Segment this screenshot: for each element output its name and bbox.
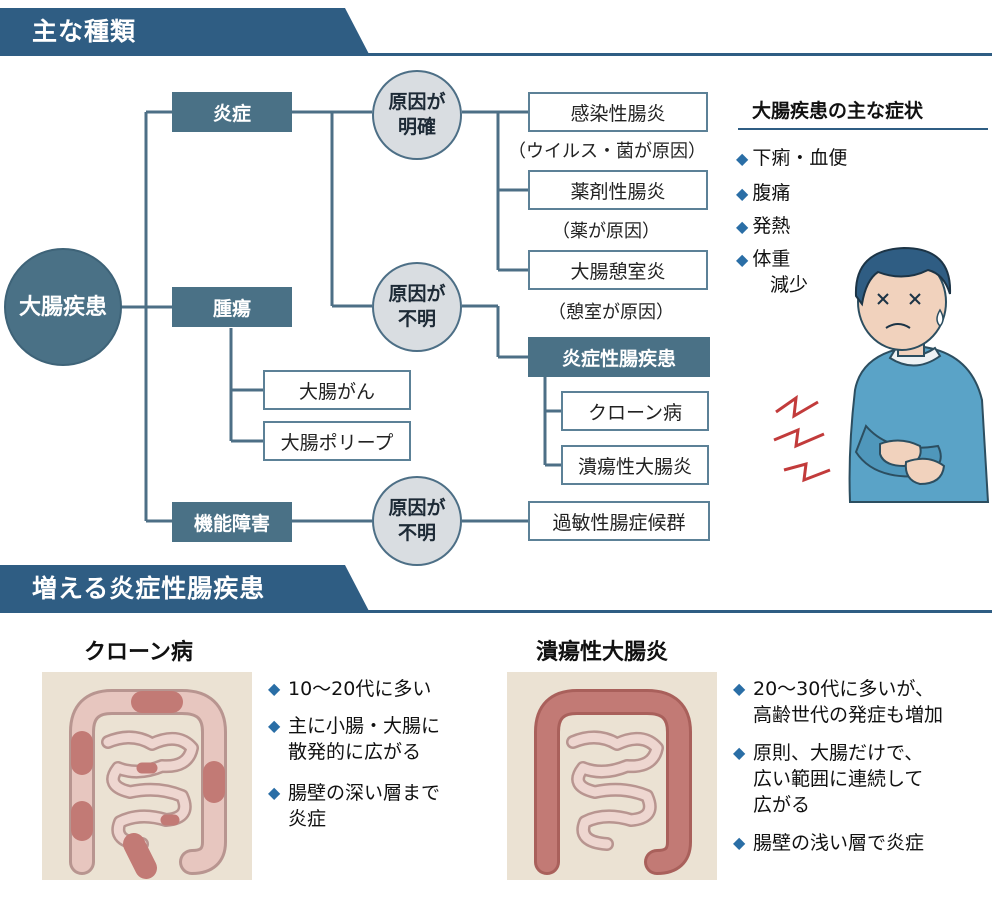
uc-title: 潰瘍性大腸炎 [536, 640, 669, 665]
diamond-bullet-icon: ◆ [736, 184, 749, 203]
disease-label: 大腸ポリープ [280, 431, 394, 454]
disease-label: 感染性腸炎 [570, 102, 666, 125]
uc-intestine-panel [507, 672, 717, 880]
feature-line: 腸壁の深い層まで [288, 782, 441, 804]
root-label: 大腸疾患 [18, 294, 107, 320]
circle-line: 原因が [388, 91, 446, 113]
feature-line: 主に小腸・大腸に [288, 715, 441, 737]
symptoms-title-rule [738, 128, 988, 130]
diamond-bullet-icon: ◆ [733, 743, 746, 762]
diamond-bullet-icon: ◆ [736, 250, 749, 269]
crohn-feature: ◆ 10～20代に多い [268, 676, 488, 702]
uc-feature: ◆ 腸壁の浅い層で炎症 [733, 830, 993, 856]
disease-drug-enteritis: 薬剤性腸炎 [528, 170, 708, 210]
symptom-item: ◆腹痛 [736, 180, 790, 207]
feature-line: 散発的に広がる [288, 741, 422, 763]
symptom-text-cont: 減少 [770, 274, 809, 296]
feature-line: 炎症 [288, 808, 327, 830]
disease-label: 過敏性腸症候群 [552, 511, 686, 534]
cause-note: （ウイルス・菌が原因） [508, 141, 706, 162]
branch-label: 炎症 [212, 102, 251, 125]
disease-colon-polyp: 大腸ポリープ [263, 421, 411, 461]
uc-feature: ◆ 20～30代に多いが、 高齢世代の発症も増加 [733, 676, 993, 728]
branch-inflammation: 炎症 [172, 92, 292, 132]
diamond-bullet-icon: ◆ [268, 679, 281, 698]
tree-connectors [118, 110, 561, 523]
symptoms-title: 大腸疾患の主な症状 [752, 100, 924, 122]
disease-ibd: 炎症性腸疾患 [528, 337, 710, 377]
symptom-text: 下痢・血便 [752, 147, 848, 169]
section-title: 増える炎症性腸疾患 [32, 574, 266, 603]
banner-shape [0, 8, 370, 56]
disease-crohn: クローン病 [561, 391, 709, 431]
disease-label: 薬剤性腸炎 [570, 180, 666, 203]
symptom-item: ◆下痢・血便 [736, 145, 847, 172]
feature-line: 高齢世代の発症も増加 [753, 704, 944, 726]
disease-infectious-enteritis: 感染性腸炎 [528, 92, 708, 132]
cause-note: （薬が原因） [552, 221, 660, 242]
branch-functional: 機能障害 [172, 502, 292, 542]
disease-label: 潰瘍性大腸炎 [577, 455, 692, 478]
feature-line: 20～30代に多いが、 [753, 678, 934, 700]
feature-line: 広がる [753, 794, 811, 816]
cause-clear-circle: 原因が 明確 [372, 70, 462, 160]
disease-colon-cancer: 大腸がん [263, 370, 411, 410]
diamond-bullet-icon: ◆ [268, 783, 281, 802]
circle-line: 明確 [397, 116, 436, 138]
root-node-colon-disease: 大腸疾患 [4, 248, 122, 366]
diamond-bullet-icon: ◆ [736, 217, 749, 236]
circle-line: 原因が [388, 497, 446, 519]
crohn-intestine-panel [42, 672, 252, 880]
cause-note: （憩室が原因） [548, 302, 674, 323]
feature-line: 腸壁の浅い層で炎症 [753, 832, 925, 854]
feature-line: 広い範囲に連続して [753, 768, 924, 790]
disease-diverticulitis: 大腸憩室炎 [528, 250, 708, 290]
uc-intestine-icon [534, 689, 692, 875]
disease-ibs: 過敏性腸症候群 [528, 501, 710, 541]
section-banner-types: 主な種類 [0, 8, 1000, 60]
disease-label: 大腸がん [298, 380, 375, 403]
symptom-text: 発熱 [752, 215, 791, 237]
feature-line: 原則、大腸だけで、 [753, 742, 924, 764]
crohn-feature: ◆ 腸壁の深い層まで 炎症 [268, 780, 488, 832]
branch-label: 腫瘍 [212, 297, 251, 320]
disease-label: 炎症性腸疾患 [561, 347, 676, 370]
disease-label: 大腸憩室炎 [570, 260, 666, 283]
disease-label: クローン病 [587, 401, 683, 424]
crohn-feature: ◆ 主に小腸・大腸に 散発的に広がる [268, 713, 488, 765]
disease-ulcerative-colitis: 潰瘍性大腸炎 [561, 445, 709, 485]
branch-tumor: 腫瘍 [172, 287, 292, 327]
section-rule [0, 53, 992, 56]
circle-line: 不明 [397, 522, 436, 544]
diamond-bullet-icon: ◆ [733, 679, 746, 698]
crohn-title: クローン病 [84, 640, 193, 665]
uc-feature: ◆ 原則、大腸だけで、 広い範囲に連続して 広がる [733, 740, 993, 818]
feature-line: 10～20代に多い [288, 678, 432, 700]
section-rule [0, 610, 992, 613]
section-banner-ibd: 増える炎症性腸疾患 [0, 565, 1000, 617]
diamond-bullet-icon: ◆ [736, 149, 749, 168]
cause-unknown-circle-functional: 原因が 不明 [372, 476, 462, 566]
circle-line: 不明 [397, 308, 436, 330]
symptom-item: ◆体重 [736, 246, 790, 273]
symptom-item: ◆発熱 [736, 213, 790, 240]
symptom-text: 体重 [752, 248, 791, 270]
cause-unknown-circle: 原因が 不明 [372, 262, 462, 352]
person-with-stomachache-icon [773, 246, 990, 503]
diamond-bullet-icon: ◆ [733, 833, 746, 852]
crohn-intestine-icon [69, 689, 227, 879]
section-title: 主な種類 [32, 17, 137, 46]
banner-shape [0, 565, 370, 613]
circle-line: 原因が [388, 283, 446, 305]
branch-label: 機能障害 [193, 512, 270, 535]
diamond-bullet-icon: ◆ [268, 716, 281, 735]
symptom-text: 腹痛 [752, 182, 791, 204]
